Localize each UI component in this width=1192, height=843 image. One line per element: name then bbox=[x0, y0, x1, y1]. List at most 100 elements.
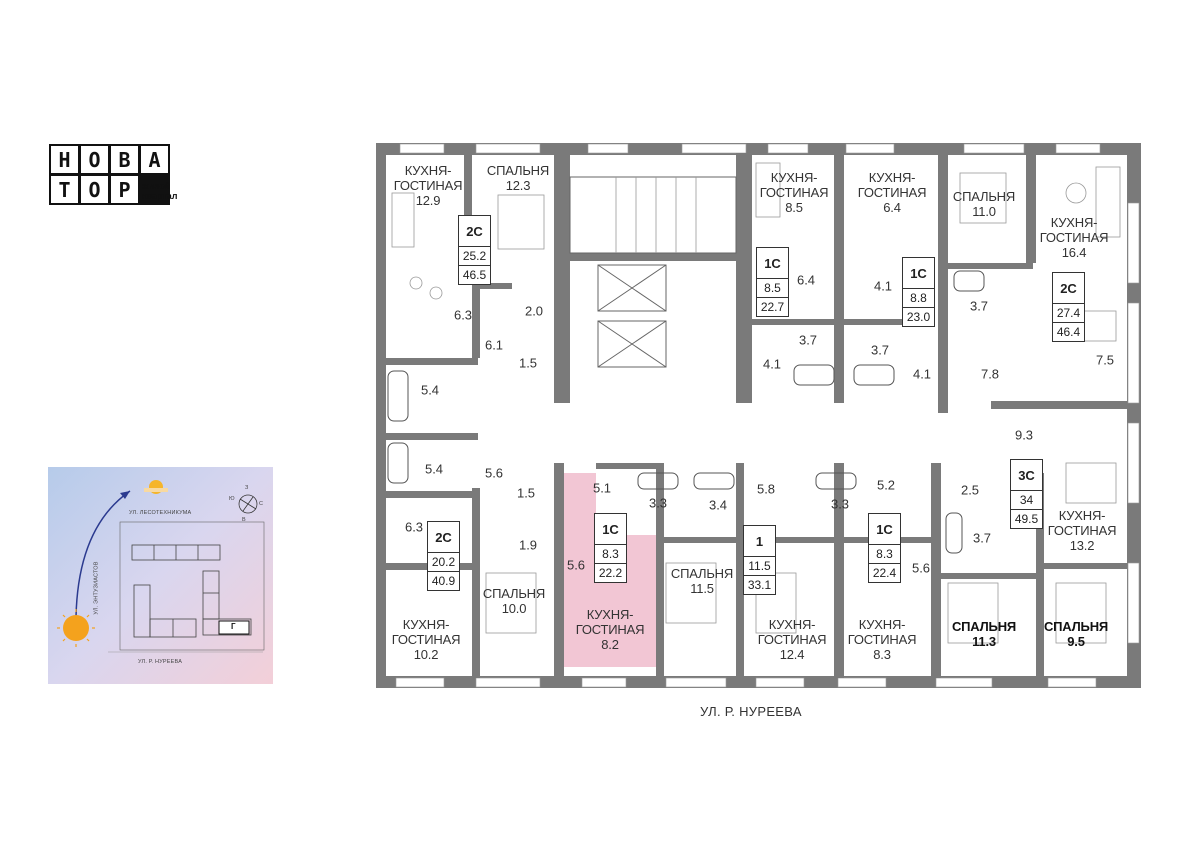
floor-plan-walls bbox=[376, 143, 1141, 688]
room-label: КУХНЯ- ГОСТИНАЯ 6.4 bbox=[858, 170, 927, 215]
area-number: 3.7 bbox=[969, 298, 989, 314]
street-label-left: УЛ. ЭНТУЗИАСТОВ bbox=[93, 561, 100, 615]
area-number: 3.7 bbox=[870, 342, 890, 358]
room-label: КУХНЯ- ГОСТИНАЯ 13.2 bbox=[1048, 508, 1117, 553]
room-area: 13.2 bbox=[1069, 538, 1095, 553]
building-highlighted bbox=[218, 620, 250, 635]
area-number: 3.3 bbox=[830, 496, 850, 512]
room-area: 11.5 bbox=[690, 581, 714, 596]
compass-s: В bbox=[242, 517, 246, 523]
area-number: 1.9 bbox=[518, 537, 538, 553]
room-area: 10.2 bbox=[413, 647, 439, 662]
area-number: 5.6 bbox=[484, 465, 504, 481]
apartment-badge[interactable]: 2С 20.2 40.9 bbox=[427, 521, 460, 591]
apartment-living-area: 20.2 bbox=[428, 552, 459, 571]
room-name: СПАЛЬНЯ bbox=[486, 163, 550, 178]
area-number: 3.7 bbox=[798, 332, 818, 348]
sun-path bbox=[75, 490, 131, 618]
area-number: 6.1 bbox=[484, 337, 504, 353]
area-number: 4.1 bbox=[912, 366, 932, 382]
apartment-badge[interactable]: 1С 8.3 22.2 bbox=[594, 513, 627, 583]
apartment-type: 1С bbox=[602, 521, 619, 537]
room-area: 8.3 bbox=[873, 647, 891, 662]
room-name: СПАЛЬНЯ bbox=[952, 189, 1016, 204]
room-name: КУХНЯ- ГОСТИНАЯ bbox=[391, 617, 461, 647]
logo-letter: Н bbox=[49, 144, 80, 175]
apartment-total-area: 46.4 bbox=[1053, 322, 1084, 341]
area-number: 5.4 bbox=[420, 382, 440, 398]
area-number: 1.5 bbox=[516, 485, 536, 501]
apartment-badge[interactable]: 2С 25.2 46.5 bbox=[458, 215, 491, 285]
area-number: 9.3 bbox=[1014, 427, 1034, 443]
apartment-type: 1С bbox=[910, 265, 927, 281]
apartment-type: 2С bbox=[466, 223, 483, 239]
room-area: 12.3 bbox=[505, 178, 531, 193]
room-label: КУХНЯ- ГОСТИНАЯ 10.2 bbox=[392, 617, 461, 662]
area-number: 3.3 bbox=[648, 495, 668, 511]
apartment-type: 3С bbox=[1018, 467, 1035, 483]
apartment-living-area: 11.5 bbox=[744, 556, 775, 575]
apartment-total-area: 33.1 bbox=[744, 575, 775, 594]
room-area: 12.9 bbox=[415, 193, 441, 208]
building-block bbox=[133, 584, 151, 638]
room-label: СПАЛЬНЯ 11.3 bbox=[952, 619, 1016, 649]
apartment-total-area: 23.0 bbox=[903, 307, 934, 326]
area-number: 4.1 bbox=[873, 278, 893, 294]
room-name: КУХНЯ- ГОСТИНАЯ bbox=[1039, 215, 1109, 245]
apartment-total-area: 40.9 bbox=[428, 571, 459, 590]
site-map-drawing bbox=[57, 480, 265, 653]
room-label: СПАЛЬНЯ 12.3 bbox=[487, 163, 549, 193]
apartment-badge[interactable]: 1С 8.8 23.0 bbox=[902, 257, 935, 327]
floor-plan: КУХНЯ- ГОСТИНАЯ 12.9 СПАЛЬНЯ 12.3 КУХНЯ-… bbox=[376, 143, 1141, 688]
apartment-type: 1С bbox=[764, 255, 781, 271]
room-name: КУХНЯ- ГОСТИНАЯ bbox=[847, 617, 917, 647]
logo-subtitle: жилой квартал bbox=[142, 181, 177, 201]
room-name: КУХНЯ- ГОСТИНАЯ bbox=[1047, 508, 1117, 538]
apartment-living-area: 27.4 bbox=[1053, 303, 1084, 322]
room-area: 11.0 bbox=[972, 204, 996, 219]
apartment-living-area: 25.2 bbox=[459, 246, 490, 265]
apartment-type: 2С bbox=[435, 529, 452, 545]
apartment-type: 1 bbox=[755, 533, 764, 549]
logo-letter: А bbox=[139, 144, 170, 175]
room-area: 8.5 bbox=[785, 200, 803, 215]
logo-grid: Н О В А Т О Р bbox=[49, 144, 170, 205]
logo-filled-cell bbox=[139, 174, 170, 205]
room-label: СПАЛЬНЯ 11.0 bbox=[953, 189, 1015, 219]
site-map: УЛ. ЛЕСОТЕХНИКУМА УЛ. ЭНТУЗИАСТОВ УЛ. Р.… bbox=[48, 467, 273, 684]
room-name: СПАЛЬНЯ bbox=[951, 619, 1017, 634]
area-number: 6.4 bbox=[796, 272, 816, 288]
room-name: КУХНЯ- ГОСТИНАЯ bbox=[575, 607, 645, 637]
apartment-living-area: 8.3 bbox=[869, 544, 900, 563]
apartment-badge[interactable]: 1С 8.5 22.7 bbox=[756, 247, 789, 317]
room-label: СПАЛЬНЯ 9.5 bbox=[1044, 619, 1108, 649]
room-area: 11.3 bbox=[972, 634, 996, 649]
apartment-badge[interactable]: 1 11.5 33.1 bbox=[743, 525, 776, 595]
logo-letter: О bbox=[79, 144, 110, 175]
apartment-total-area: 22.2 bbox=[595, 563, 626, 582]
room-label: КУХНЯ- ГОСТИНАЯ 8.5 bbox=[760, 170, 829, 215]
logo-subtitle-line: квартал bbox=[142, 191, 178, 201]
area-number: 4.1 bbox=[762, 356, 782, 372]
building-block bbox=[202, 618, 252, 636]
sun-path-arrow bbox=[120, 491, 130, 499]
compass-n: З bbox=[245, 485, 249, 491]
apartment-badge[interactable]: 2С 27.4 46.4 bbox=[1052, 272, 1085, 342]
room-area: 6.4 bbox=[883, 200, 901, 215]
area-number: 5.4 bbox=[424, 461, 444, 477]
apartment-living-area: 34 bbox=[1011, 490, 1042, 509]
street-label-top: УЛ. ЛЕСОТЕХНИКУМА bbox=[129, 510, 192, 516]
logo-subtitle-line: жилой bbox=[142, 181, 171, 191]
apartment-badge[interactable]: 1С 8.3 22.4 bbox=[868, 513, 901, 583]
room-area: 9.5 bbox=[1067, 634, 1085, 649]
area-number: 5.6 bbox=[911, 560, 931, 576]
room-name: СПАЛЬНЯ bbox=[1043, 619, 1109, 634]
building-block bbox=[202, 570, 220, 620]
site-boundary bbox=[119, 521, 265, 651]
street-label-bottom: УЛ. Р. НУРЕЕВА bbox=[138, 659, 183, 665]
apartment-total-area: 22.7 bbox=[757, 297, 788, 316]
area-number: 5.2 bbox=[876, 477, 896, 493]
apartment-badge[interactable]: 3С 34 49.5 bbox=[1010, 459, 1043, 529]
apartment-living-area: 8.3 bbox=[595, 544, 626, 563]
building-letter: Г bbox=[231, 622, 236, 631]
